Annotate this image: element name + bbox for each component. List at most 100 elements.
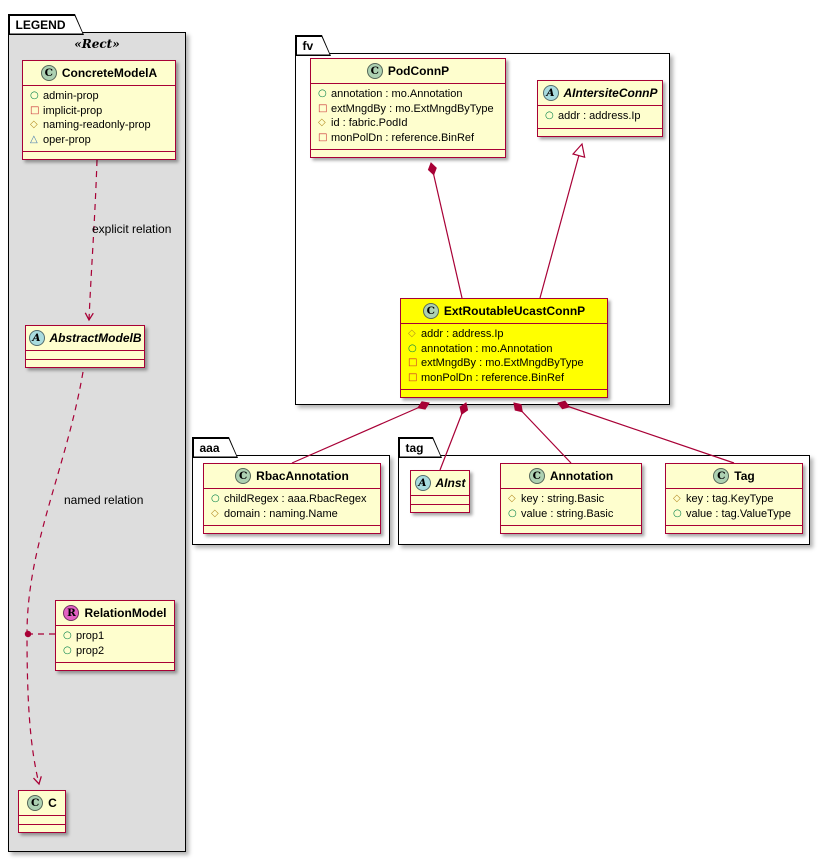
named-relation-arrow xyxy=(26,371,84,786)
public-field-icon xyxy=(211,494,224,504)
tag-package-label: tag xyxy=(405,440,424,455)
class-members: childRegex : aaa.RbacRegex domain : nami… xyxy=(204,489,380,525)
class-members: key : tag.KeyType value : tag.ValueType xyxy=(666,489,802,525)
class-aintersiteconnp: A AIntersiteConnP addr : address.Ip xyxy=(537,80,663,137)
class-methods-compartment xyxy=(666,525,802,533)
podconnp-composition-arrow xyxy=(427,162,463,299)
class-rbacannotation: C RbacAnnotation childRegex : aaa.RbacRe… xyxy=(203,463,381,534)
class-members: prop1 prop2 xyxy=(56,626,174,662)
class-header: C Tag xyxy=(666,464,802,489)
annotation-composition-arrow xyxy=(513,402,572,464)
legend-stereotype: «Rect» xyxy=(74,37,120,51)
legend-package-label: LEGEND xyxy=(15,17,66,32)
class-header: C PodConnP xyxy=(311,59,505,84)
class-name: RbacAnnotation xyxy=(256,469,349,483)
member-text: value : tag.ValueType xyxy=(686,507,791,520)
ainst-composition-arrow xyxy=(439,402,469,471)
class-relationmodel: R RelationModel prop1 prop2 xyxy=(55,600,175,671)
class-member: annotation : mo.Annotation xyxy=(408,342,600,357)
aaa-package-tab: aaa xyxy=(192,437,238,458)
aintersiteconnp-inheritance-arrow xyxy=(539,142,586,299)
public-field-icon xyxy=(408,344,421,354)
class-member: admin-prop xyxy=(30,89,168,104)
class-members: addr : address.Ip xyxy=(538,106,662,128)
member-text: value : string.Basic xyxy=(521,507,614,520)
class-members: annotation : mo.Annotation extMngdBy : m… xyxy=(311,84,505,149)
member-text: key : tag.KeyType xyxy=(686,493,774,505)
private-field-icon xyxy=(318,133,331,143)
class-members xyxy=(411,496,469,504)
member-text: domain : naming.Name xyxy=(224,507,338,520)
class-member: extMngdBy : mo.ExtMngdByType xyxy=(318,102,498,117)
abstract-spot-icon: A xyxy=(414,475,431,491)
member-text: extMngdBy : mo.ExtMngdByType xyxy=(421,357,584,369)
class-extroutableucastconnp: C ExtRoutableUcastConnP addr : address.I… xyxy=(400,298,608,398)
class-member: implicit-prop xyxy=(30,104,168,119)
public-field-icon xyxy=(30,91,43,101)
member-text: addr : address.Ip xyxy=(558,110,641,122)
tag-composition-arrow xyxy=(557,400,735,464)
class-member: key : tag.KeyType xyxy=(673,492,795,507)
class-methods-compartment xyxy=(23,151,175,159)
public-field-icon xyxy=(318,89,331,99)
class-name: ConcreteModelA xyxy=(61,66,158,80)
class-member: addr : address.Ip xyxy=(545,109,655,124)
private-field-icon xyxy=(408,358,421,368)
class-header: C ConcreteModelA xyxy=(23,61,175,86)
class-name: AInst xyxy=(435,476,466,490)
class-methods-compartment xyxy=(56,662,174,670)
abstract-spot-icon: A xyxy=(542,85,559,101)
class-name: PodConnP xyxy=(387,64,450,78)
class-methods-compartment xyxy=(411,504,469,512)
class-members: addr : address.Ip annotation : mo.Annota… xyxy=(401,324,607,389)
class-header: R RelationModel xyxy=(56,601,174,626)
class-members: key : string.Basic value : string.Basic xyxy=(501,489,641,525)
class-header: A AIntersiteConnP xyxy=(538,81,662,106)
class-member: naming-readonly-prop xyxy=(30,118,168,133)
public-field-icon xyxy=(508,509,521,519)
legend-package-tab: LEGEND xyxy=(8,14,84,35)
protected-field-icon xyxy=(211,509,224,519)
public-field-icon xyxy=(63,631,76,641)
class-member: monPolDn : reference.BinRef xyxy=(408,371,600,386)
member-text: key : string.Basic xyxy=(521,493,605,505)
member-text: oper-prop xyxy=(43,133,91,146)
class-spot-icon: C xyxy=(366,63,383,79)
class-spot-icon: C xyxy=(528,468,545,484)
member-text: admin-prop xyxy=(43,90,99,102)
class-methods-compartment xyxy=(19,824,65,832)
private-field-icon xyxy=(408,373,421,383)
class-abstractmodelb: A AbstractModelB xyxy=(25,325,145,368)
member-text: prop2 xyxy=(76,644,105,657)
class-methods-compartment xyxy=(204,525,380,533)
member-text: id : fabric.PodId xyxy=(331,117,408,129)
member-text: prop1 xyxy=(76,630,105,642)
class-member: extMngdBy : mo.ExtMngdByType xyxy=(408,356,600,371)
tag-package-tab: tag xyxy=(398,437,442,458)
member-text: naming-readonly-prop xyxy=(43,119,151,131)
class-member: oper-prop xyxy=(30,133,168,148)
class-member: prop2 xyxy=(63,644,167,659)
explicit-relation-label: explicit relation xyxy=(92,222,172,236)
class-spot-icon: C xyxy=(40,65,57,81)
fv-package-label: fv xyxy=(302,38,314,53)
class-member: value : string.Basic xyxy=(508,507,634,522)
class-podconnp: C PodConnP annotation : mo.Annotation ex… xyxy=(310,58,506,158)
member-text: monPolDn : reference.BinRef xyxy=(421,371,565,384)
class-name: AbstractModelB xyxy=(49,331,142,345)
class-spot-icon: C xyxy=(422,303,439,319)
abstract-spot-icon: A xyxy=(28,330,45,346)
class-header: C RbacAnnotation xyxy=(204,464,380,489)
public-field-icon xyxy=(673,509,686,519)
class-name: AIntersiteConnP xyxy=(563,86,658,100)
class-name: RelationModel xyxy=(84,606,167,620)
class-header: C C xyxy=(19,791,65,816)
class-spot-icon: C xyxy=(713,468,730,484)
relation-anchor-dot-icon xyxy=(24,630,32,638)
member-text: addr : address.Ip xyxy=(421,328,504,340)
private-field-icon xyxy=(30,106,43,116)
protected-field-icon xyxy=(318,118,331,128)
class-members xyxy=(26,351,144,359)
protected-field-icon xyxy=(508,494,521,504)
